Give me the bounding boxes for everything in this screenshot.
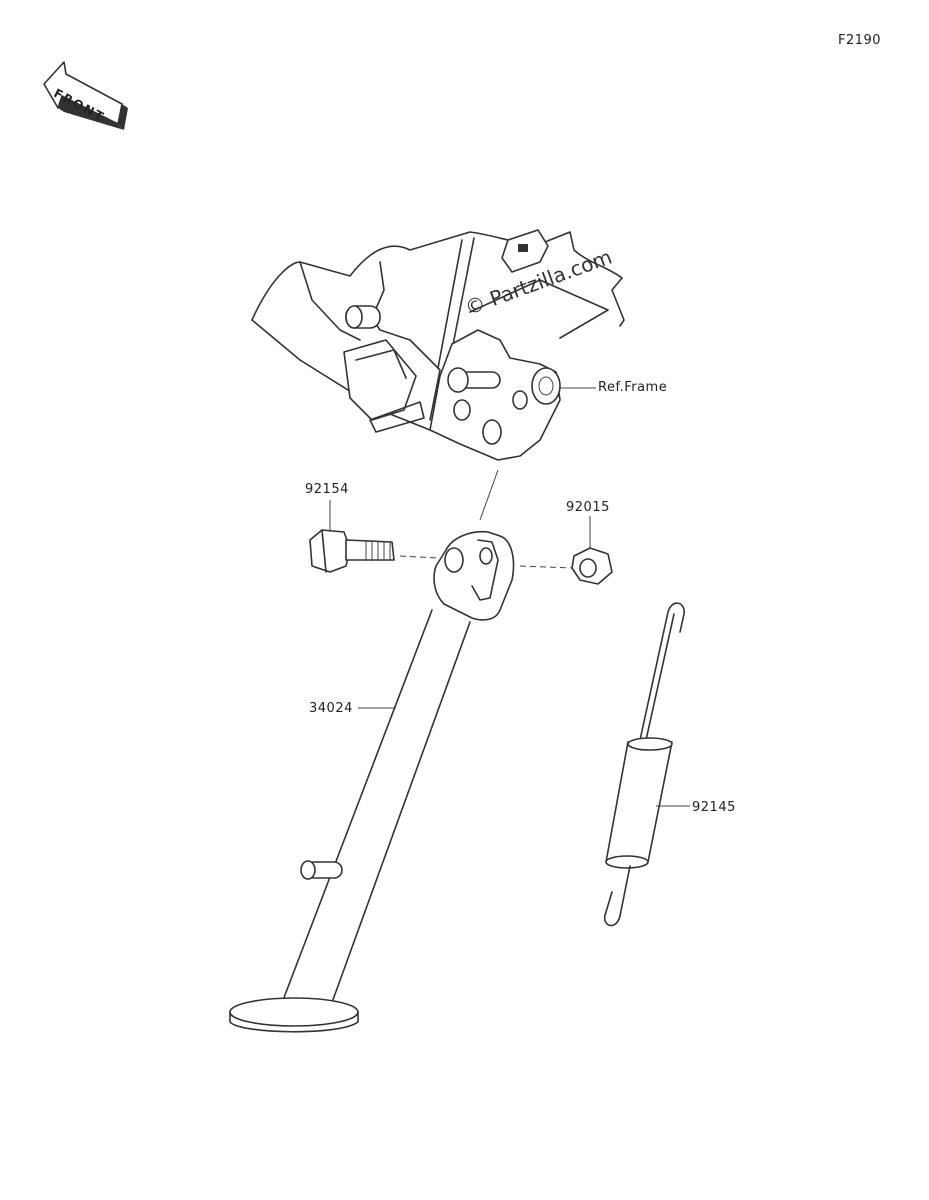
part-label-92154[interactable]: 92154 (305, 482, 349, 497)
part-label-92145[interactable]: 92145 (692, 800, 736, 815)
part-label-92015[interactable]: 92015 (566, 500, 610, 515)
part-label-ref-frame[interactable]: Ref.Frame (598, 380, 668, 395)
spring-92145-drawing (603, 602, 685, 927)
frame-ref-drawing (251, 229, 625, 461)
part-label-34024[interactable]: 34024 (309, 701, 353, 716)
bolt-92154-drawing (309, 529, 395, 573)
leader-lines (329, 387, 690, 807)
stand-34024-drawing (229, 530, 515, 1033)
diagram-code: F2190 (838, 33, 882, 48)
nut-92015-drawing (571, 547, 613, 585)
front-arrow-icon (43, 61, 128, 130)
